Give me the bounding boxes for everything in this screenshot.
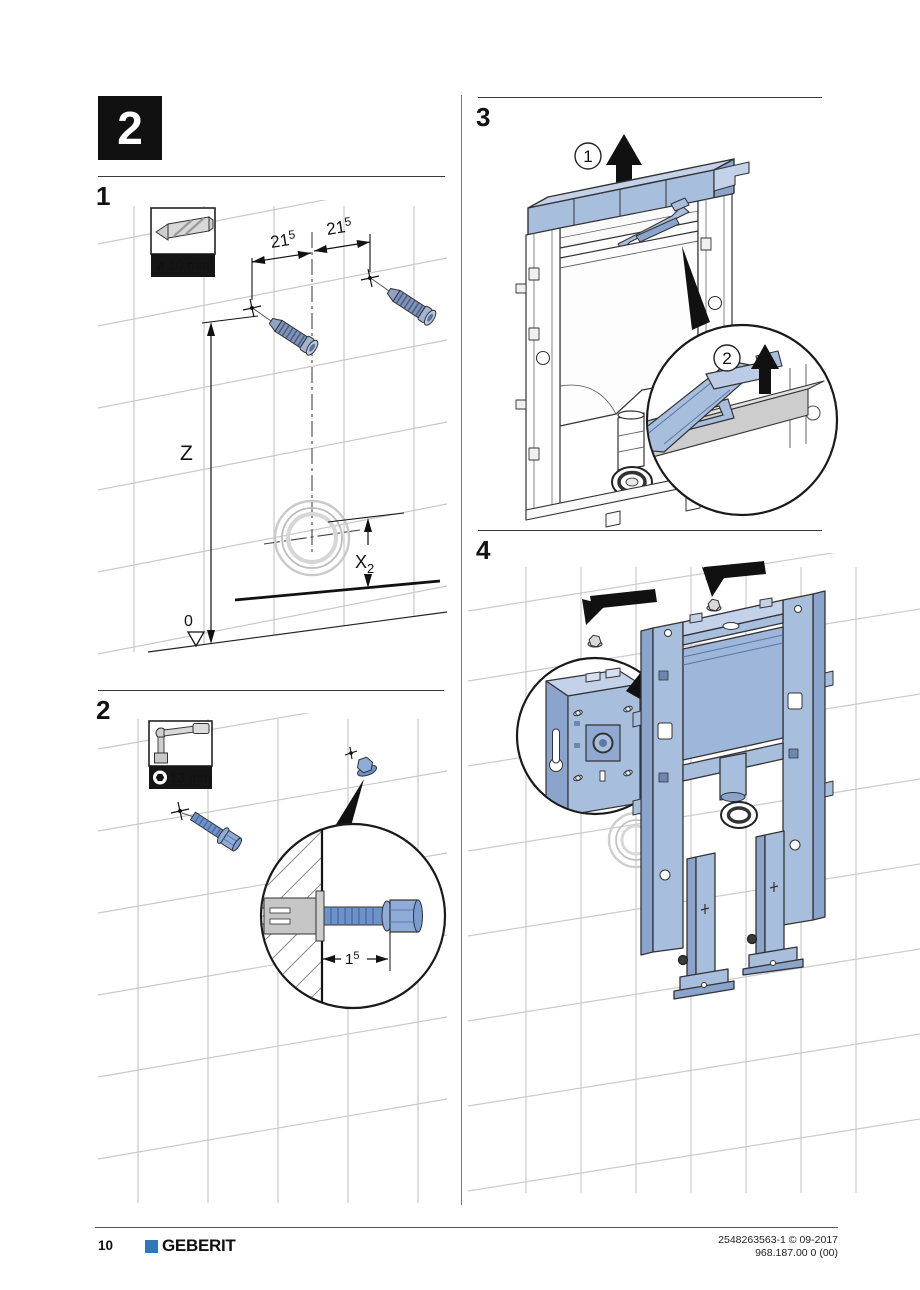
dimension-15: 15 [323, 932, 391, 971]
step-badge-2: 2 [713, 344, 741, 372]
wall-bolt-left [587, 634, 603, 648]
hex-bolt-installed [356, 756, 378, 777]
anchor-cross-section [262, 890, 325, 942]
drain-elbow [720, 801, 758, 829]
tool-label-bar [149, 766, 212, 789]
dimension-21-left: 215 [251, 227, 312, 300]
chapter-number: 2 [117, 102, 143, 154]
detail-content: 2 [648, 344, 825, 476]
step-4-number: 4 [476, 535, 491, 565]
mounting-frame [632, 590, 834, 1000]
detail-content [545, 667, 641, 813]
dimension-z: Z [180, 315, 259, 644]
flush-pipe [617, 410, 645, 471]
doc-code-line1: 2548263563-1 © 09-2017 [718, 1234, 838, 1246]
tool-label-bar [151, 254, 215, 277]
socket-wrench-icon [154, 723, 210, 764]
wall-anchor-right [383, 283, 439, 328]
svg-text:2: 2 [722, 349, 731, 368]
bolt-cross-section [323, 899, 423, 933]
datum-triangle-icon [186, 631, 206, 648]
detail-content: 15 [262, 825, 423, 1007]
transport-bracket-installed [617, 197, 690, 251]
left-leg [673, 852, 735, 1000]
footer-page-number: 10 [98, 1238, 114, 1253]
tool-label: ø 10 mm [156, 258, 209, 273]
geberit-logo-square-icon [145, 1239, 158, 1253]
detail-pointer [682, 246, 710, 330]
baseline [234, 579, 441, 602]
step-3-number: 3 [476, 102, 491, 132]
step-badge-1: 1 [574, 142, 602, 170]
step3-diagram: 1 [515, 134, 839, 528]
step-1-number: 1 [96, 181, 111, 211]
dimension-21-right: 215 [313, 214, 371, 272]
drill-bit-icon [155, 216, 214, 241]
cistern [682, 626, 784, 761]
ground-line [147, 611, 447, 653]
svg-text:215: 215 [269, 227, 298, 252]
brand-name: GEBERIT [162, 1236, 236, 1255]
brand-logo: GEBERIT [145, 1236, 236, 1256]
divider-right-mid [478, 530, 822, 531]
step1-diagram: 215 215 Z X2 [98, 200, 447, 690]
detail-pointer [332, 779, 364, 837]
divider-columns [461, 95, 462, 1205]
svg-text:215: 215 [325, 214, 354, 239]
svg-text:15: 15 [345, 950, 359, 968]
up-arrow-icon [751, 344, 779, 394]
chapter-number-box: 2 [98, 96, 162, 160]
svg-text:Z: Z [180, 442, 193, 465]
drill-mark-small [344, 746, 358, 760]
wall-bolt-right [706, 598, 722, 612]
leader-left [253, 308, 272, 322]
drill-mark [170, 801, 190, 821]
cover-part [527, 158, 750, 243]
dimension-x2: X2 [327, 512, 405, 588]
divider-left-mid [98, 690, 444, 691]
datum-symbol: 0 [184, 613, 206, 648]
centerline [263, 232, 361, 552]
step2-diagram: 15 13 mm [98, 713, 447, 1203]
hex-socket-icon [153, 770, 167, 785]
leader [181, 812, 195, 818]
flush-pipe [719, 752, 747, 801]
left-rail [652, 621, 684, 953]
step4-diagram [468, 553, 920, 1193]
svg-text:1: 1 [583, 147, 592, 166]
tool-label: 13 mm [170, 771, 211, 786]
drill-mark-right [360, 268, 380, 288]
doc-code-line2: 968.187.00 0 (00) [755, 1247, 838, 1259]
document-codes: 2548263563-1 © 09-2017 968.187.00 0 (00) [718, 1234, 838, 1260]
right-leg [742, 830, 804, 976]
right-rail [782, 593, 814, 926]
footer-rule [95, 1227, 838, 1228]
tool-callout-wrench: 13 mm [148, 720, 213, 789]
keyhole-slot [549, 728, 563, 772]
floor-mask [98, 611, 447, 690]
hang-arrow-left [582, 589, 657, 625]
drill-mark-left [242, 298, 262, 318]
step-2-number: 2 [96, 695, 111, 725]
up-arrow-icon [606, 134, 642, 200]
hex-bolt-left [187, 807, 245, 855]
divider-left-top [98, 176, 445, 177]
hang-arrow-right [702, 561, 766, 597]
wing-screws [573, 705, 633, 782]
svg-text:X2: X2 [355, 552, 374, 576]
tool-callout-drill: ø 10 mm [150, 207, 216, 277]
svg-text:0: 0 [184, 613, 193, 630]
divider-right-top [478, 97, 822, 98]
pipe-hole [273, 499, 351, 577]
leader-right [371, 278, 390, 292]
